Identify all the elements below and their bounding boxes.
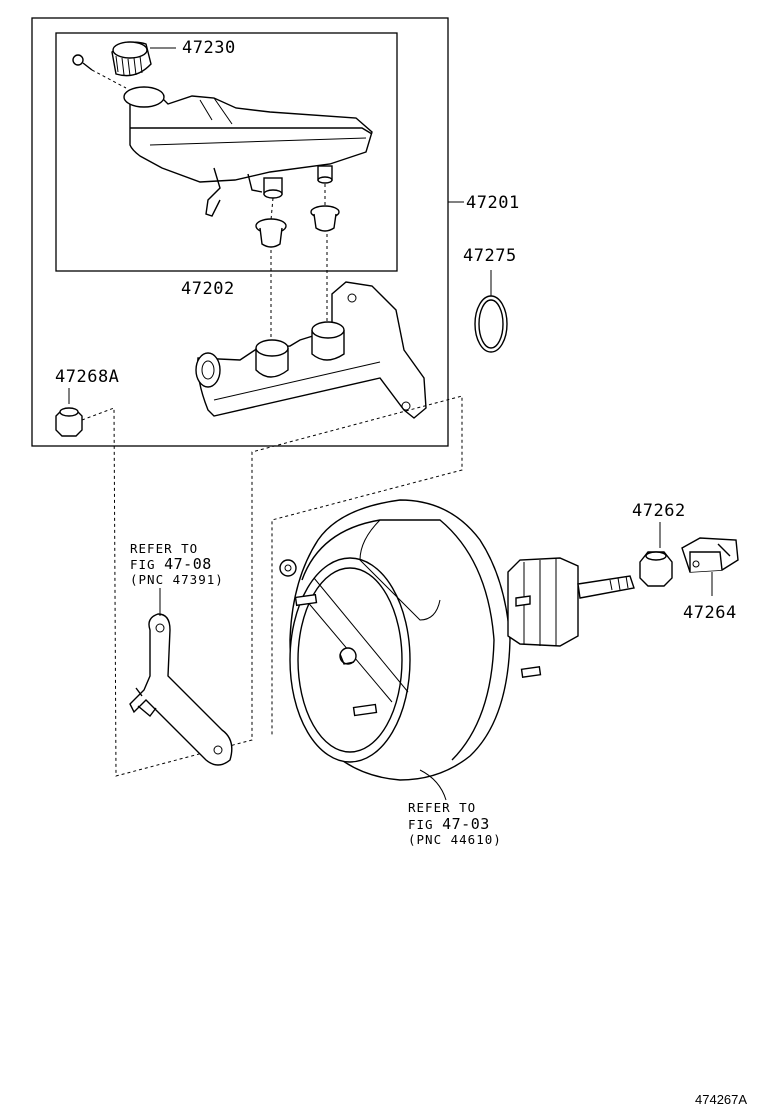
clevis-lock-nut: [639, 551, 673, 587]
booster-note-line2: FIG 47-03: [408, 815, 490, 833]
clevis: [681, 537, 739, 573]
reservoir-grommets: [255, 205, 340, 248]
part-label-47275: 47275: [463, 246, 517, 266]
figure-id: 474267A: [695, 1092, 747, 1107]
bracket-note-line1: REFER TO: [130, 541, 198, 556]
reservoir-outlets: [263, 165, 333, 199]
master-cylinder-body: [195, 281, 427, 419]
reservoir-subassembly-box: [55, 32, 398, 272]
reservoir-cap: [111, 41, 152, 77]
part-label-47268A: 47268A: [55, 367, 119, 387]
bracket-note-line3: (PNC 47391): [130, 572, 224, 587]
reservoir-screw: [72, 54, 93, 71]
brake-booster: [279, 499, 635, 781]
booster-reference-note: REFER TO FIG 47-03 (PNC 44610): [408, 800, 502, 847]
pedal-bracket: [129, 613, 233, 766]
reservoir-tank: [123, 86, 373, 217]
cylinder-nut: [55, 407, 83, 437]
bracket-reference-note: REFER TO FIG 47-08 (PNC 47391): [130, 541, 224, 587]
booster-note-line1: REFER TO: [408, 800, 476, 815]
master-cylinder-assembly-box: [31, 17, 449, 447]
part-label-47264: 47264: [683, 603, 737, 623]
o-ring: [474, 295, 508, 353]
part-label-47201: 47201: [466, 193, 520, 213]
booster-note-line3: (PNC 44610): [408, 832, 502, 847]
part-label-47202: 47202: [181, 279, 235, 299]
part-label-47230: 47230: [182, 38, 236, 58]
part-label-47262: 47262: [632, 501, 686, 521]
bracket-note-line2: FIG 47-08: [130, 555, 212, 573]
